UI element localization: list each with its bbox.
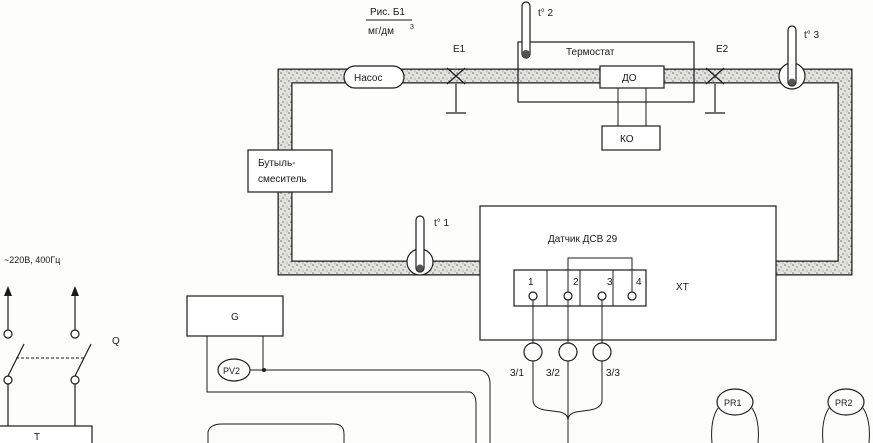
thermometer-t1: t° 1 xyxy=(406,215,450,276)
sensor-dsv29: Датчик ДСВ 29 1 2 3 4 XT xyxy=(479,205,777,341)
valve-e1-label: E1 xyxy=(453,44,466,55)
ko-label: КО xyxy=(620,134,634,145)
thermometer-t3: t° 3 xyxy=(778,25,820,90)
switch-blade-right xyxy=(74,343,92,377)
thermometer-t1-bulb xyxy=(416,264,424,272)
transformer-t-label: T xyxy=(34,432,40,443)
terminal-pin2-label: 2 xyxy=(573,277,579,288)
connector-3-1-label: 3/1 xyxy=(510,368,524,379)
connector-3-3 xyxy=(592,342,612,362)
thermometer-t2-tube xyxy=(521,1,531,59)
generator-label: G xyxy=(231,312,239,323)
figure-units: мг/дм xyxy=(368,26,394,37)
terminal-xt-label: XT xyxy=(676,282,689,293)
power-supply: ~220В, 400Гц Q T xyxy=(0,255,120,443)
valve-e2-label: E2 xyxy=(716,44,729,55)
thermometer-t3-bulb xyxy=(788,78,796,86)
generator-g: G PV2 xyxy=(186,295,491,443)
thermometer-t1-tube xyxy=(415,215,425,273)
do-label: ДО xyxy=(622,73,637,84)
connector-3-3-label: 3/3 xyxy=(606,368,620,379)
switch-blade-left xyxy=(7,343,25,377)
thermostat-label: Термостат xyxy=(566,47,615,58)
thermostat-box xyxy=(517,41,695,103)
pr1-lead-left xyxy=(711,407,719,443)
figure-units-superscript: 3 xyxy=(410,24,414,31)
ko-box xyxy=(601,125,661,151)
switch-contact-right-bottom xyxy=(70,375,80,385)
valve-e1: E1 xyxy=(446,44,466,114)
valve-e2: E2 xyxy=(705,44,729,114)
terminal-pin1 xyxy=(528,291,538,301)
pump-body xyxy=(343,65,405,89)
pr2-lead-left xyxy=(822,407,830,443)
bottle-mixer-label-line2: смеситель xyxy=(258,174,307,185)
switch-q-label: Q xyxy=(112,336,120,347)
pv2-meter xyxy=(217,358,251,382)
terminal-pin4-label: 4 xyxy=(636,277,642,288)
terminal-pin3-label: 3 xyxy=(607,277,613,288)
do-block: ДО КО xyxy=(599,65,665,151)
meter-pr1: PR1 xyxy=(711,388,759,443)
thermometer-t2-bulb xyxy=(522,50,530,58)
connector-3-2-label: 3/2 xyxy=(546,368,560,379)
supply-label: ~220В, 400Гц xyxy=(4,255,60,265)
wire-3-3 xyxy=(567,361,603,421)
supply-arrow-left xyxy=(4,286,12,296)
pump-label: Насос xyxy=(354,73,382,84)
lower-unit-outline xyxy=(207,423,345,443)
thermometer-t3-label: t° 3 xyxy=(804,30,820,41)
supply-arrow-right xyxy=(71,286,79,296)
generator-box xyxy=(186,295,284,337)
figure-title: Рис. Б1 мг/дм 3 xyxy=(366,7,414,37)
bottle-mixer-label-line1: Бутыль- xyxy=(258,158,296,169)
return-wire-g xyxy=(206,370,477,443)
transformer-t-box xyxy=(0,425,93,443)
do-box xyxy=(599,65,665,89)
pr2-lead-right xyxy=(862,407,870,443)
sensor-label: Датчик ДСВ 29 xyxy=(548,234,618,245)
switch-contact-right-top xyxy=(70,329,80,339)
pr1-label: PR1 xyxy=(724,398,742,408)
switch-contact-left-top xyxy=(3,329,13,339)
switch-contact-left-bottom xyxy=(3,375,13,385)
connectors: 3/1 3/2 3/3 xyxy=(510,300,620,443)
pr1-meter xyxy=(716,388,754,416)
terminal-pin3 xyxy=(597,291,607,301)
terminal-pin4 xyxy=(627,291,637,301)
valve-e2-cross xyxy=(705,67,725,85)
pr1-lead-right xyxy=(751,407,759,443)
pv2-label: PV2 xyxy=(223,366,240,376)
meter-pr2: PR2 xyxy=(822,388,870,443)
thermostat: Термостат xyxy=(517,41,695,103)
thermometer-t2: t° 2 xyxy=(521,1,554,59)
terminal-jumper-2-4 xyxy=(567,257,633,292)
pr2-meter xyxy=(827,388,865,416)
bottle-mixer-box xyxy=(247,149,333,193)
terminal-pin2 xyxy=(563,291,573,301)
pump: Насос xyxy=(343,65,405,89)
thermometer-t3-tube xyxy=(787,25,797,87)
connector-3-1 xyxy=(523,342,543,362)
figure-number: Рис. Б1 xyxy=(370,7,405,18)
thermometer-t2-label: t° 2 xyxy=(538,8,554,19)
signal-wire-g xyxy=(264,369,491,443)
terminal-pin1-label: 1 xyxy=(528,277,534,288)
valve-e1-cross xyxy=(446,67,466,85)
bottle-mixer: Бутыль- смеситель xyxy=(247,149,333,193)
connector-3-2 xyxy=(558,342,578,362)
thermometer-t1-label: t° 1 xyxy=(434,218,450,229)
pr2-label: PR2 xyxy=(835,398,853,408)
